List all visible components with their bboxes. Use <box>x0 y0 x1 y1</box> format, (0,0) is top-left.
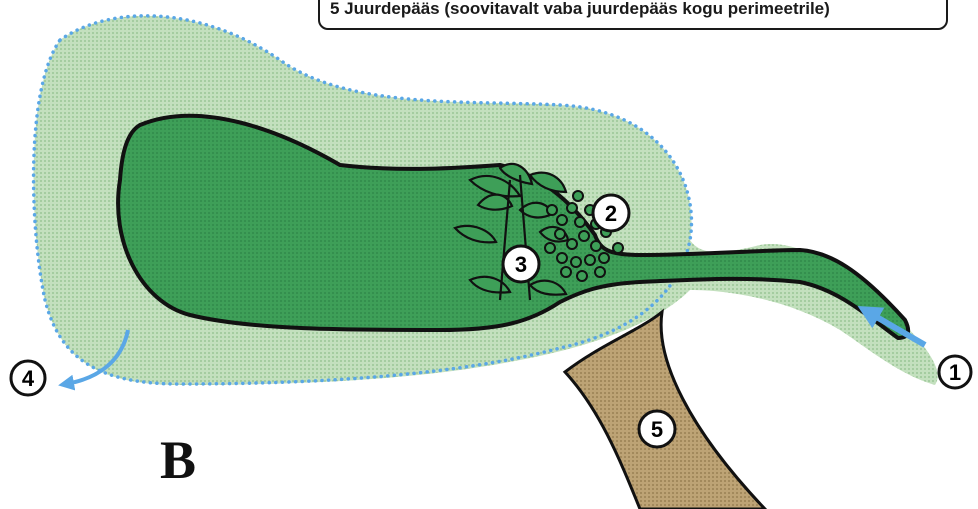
callout-1: 1 <box>939 356 971 388</box>
callout-5: 5 <box>639 411 675 447</box>
access-path <box>565 312 765 509</box>
svg-text:2: 2 <box>605 201 617 226</box>
svg-text:1: 1 <box>949 360 961 385</box>
callout-2: 2 <box>593 195 629 231</box>
panel-label: B <box>160 430 196 490</box>
svg-text:3: 3 <box>515 252 527 277</box>
svg-text:5: 5 <box>651 417 663 442</box>
callout-4: 4 <box>11 361 45 395</box>
callout-3: 3 <box>503 246 539 282</box>
svg-text:4: 4 <box>22 366 35 391</box>
legend-item-access: 5 Juurdepääs (soovitavalt vaba juurdepää… <box>330 0 830 18</box>
